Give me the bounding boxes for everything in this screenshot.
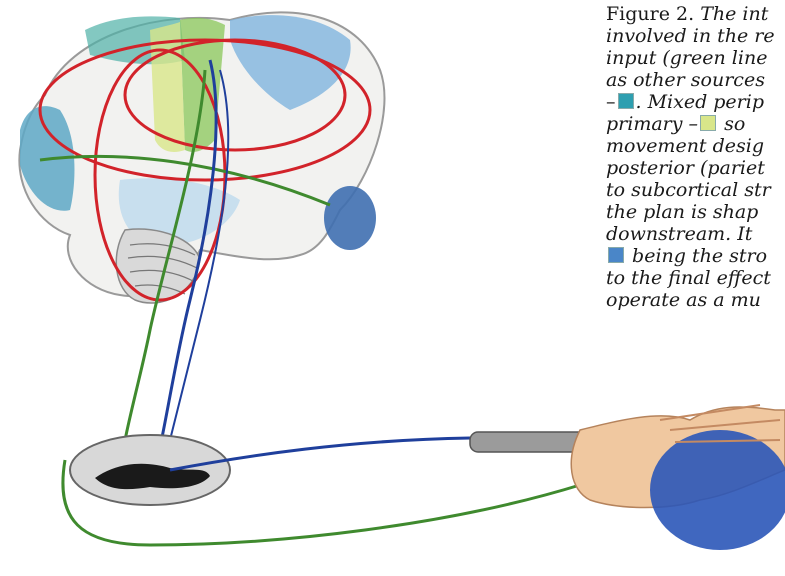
caption-line-8: posterior (pariet: [606, 157, 765, 179]
forearm-muscle: [470, 432, 590, 452]
caption-line-13: to the final effect: [606, 267, 771, 289]
caption-line-14: operate as a mu: [606, 289, 761, 311]
caption-line-3: input (green line: [606, 47, 767, 69]
caption-line-5-italic: . Mixed perip: [636, 91, 765, 113]
caption-line-4: as other sources: [606, 69, 765, 91]
caption-line-2: involved in the re: [606, 25, 775, 47]
caption-line-12-italic: being the stro: [626, 245, 767, 267]
caption-line-6-primary: primary –: [606, 113, 698, 135]
caption-line-1: Figure 2. The int: [606, 3, 768, 25]
caption-line-11: downstream. It: [606, 223, 752, 245]
hand-shadow-blue: [650, 430, 785, 550]
caption-line-6: primary – so: [606, 113, 745, 135]
occipital-target: [324, 186, 376, 250]
caption-line-12: being the stro: [606, 245, 767, 267]
primary-swatch-icon: [700, 115, 716, 131]
mixed-swatch-icon: [618, 93, 634, 109]
figure-caption: Figure 2. The int involved in the re inp…: [606, 0, 785, 390]
caption-line-10: the plan is shap: [606, 201, 758, 223]
strongest-swatch-icon: [608, 247, 624, 263]
caption-line-7: movement desig: [606, 135, 764, 157]
caption-line-9: to subcortical str: [606, 179, 771, 201]
caption-figure-label: Figure 2.: [606, 3, 700, 25]
caption-line-5: –. Mixed perip: [606, 91, 764, 113]
caption-line-6-italic: so: [718, 113, 745, 135]
caption-line-5-dash: –: [606, 91, 616, 113]
caption-line-1-italic: The int: [700, 3, 768, 25]
